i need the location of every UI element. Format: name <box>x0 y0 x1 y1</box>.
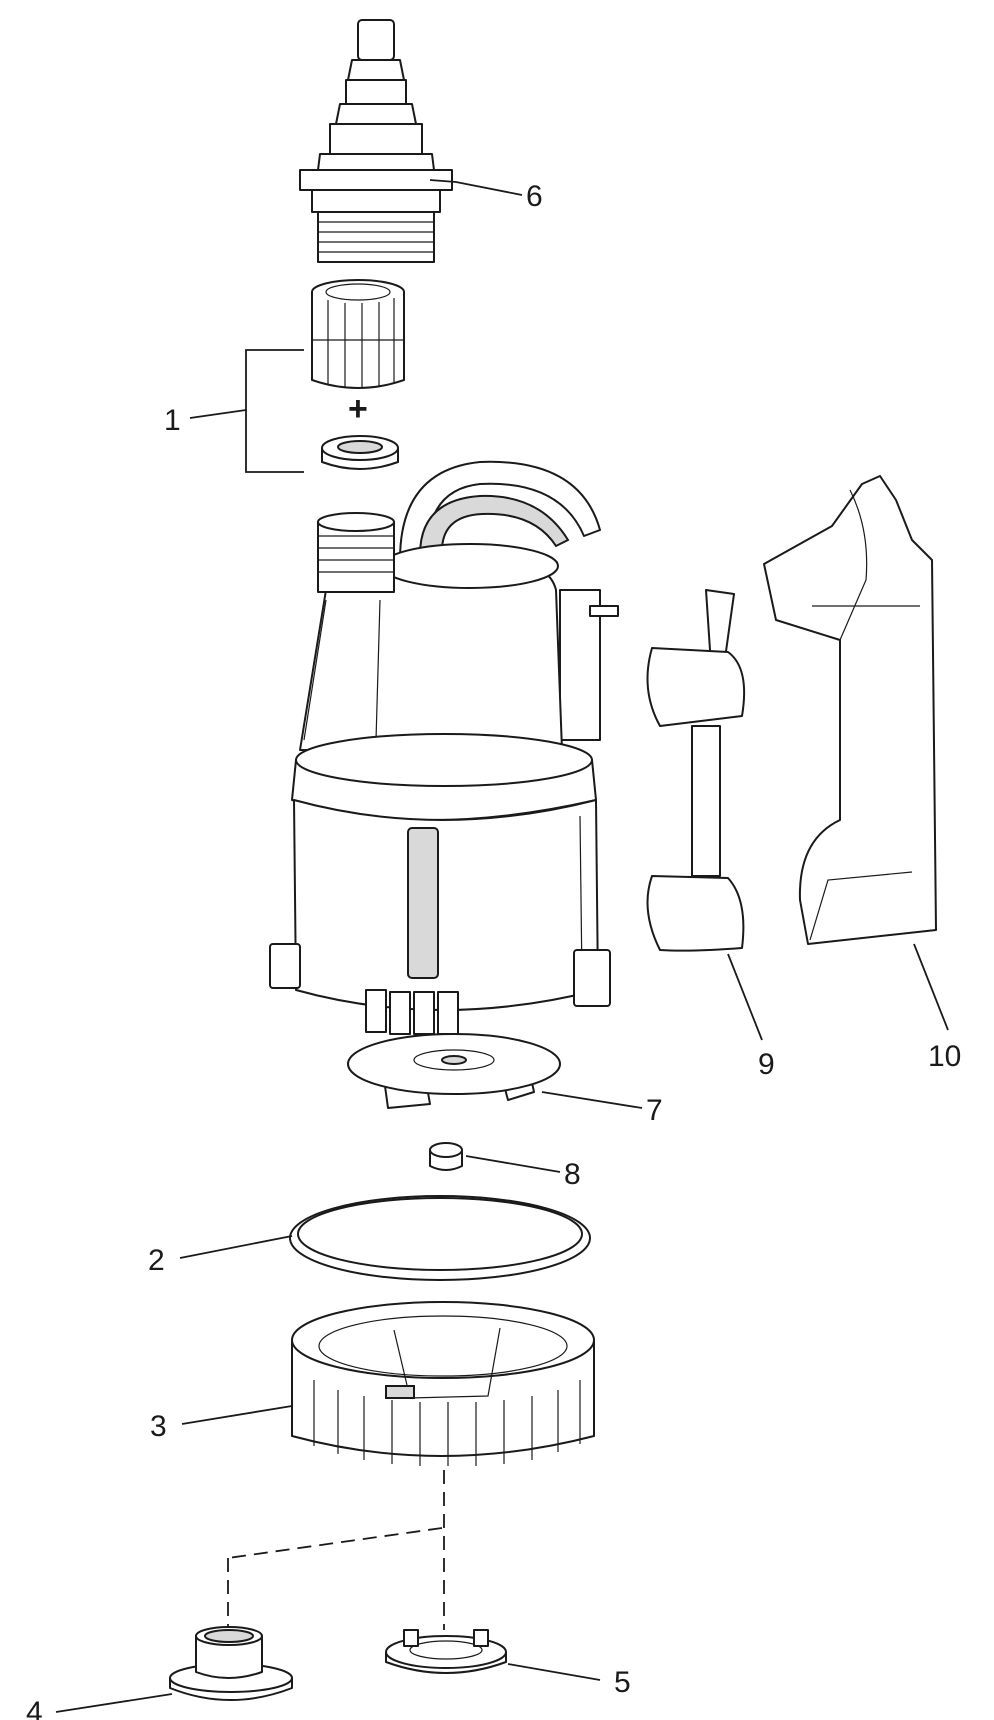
pump-body <box>269 460 619 1035</box>
callout-3: 3 <box>150 1410 167 1443</box>
part-5-adapter-ring <box>385 1629 507 1674</box>
assembly-guide-lines <box>227 1470 445 1640</box>
part-3-strainer-base <box>291 1301 595 1466</box>
part-2-o-ring <box>289 1195 591 1281</box>
part-7-impeller <box>347 1033 561 1109</box>
callout-9: 9 <box>758 1048 775 1081</box>
callout-6: 6 <box>526 180 543 213</box>
part-6-hose-connector <box>299 19 453 263</box>
callout-2: 2 <box>148 1244 165 1277</box>
part-4-bushing <box>169 1626 293 1701</box>
part-1-check-valve <box>321 435 399 470</box>
callout-7: 7 <box>646 1094 663 1127</box>
leader-lines <box>55 179 949 1713</box>
callout-5: 5 <box>614 1666 631 1699</box>
callout-1: 1 <box>164 404 181 437</box>
part-1-coupling-nut <box>311 279 405 389</box>
callout-8: 8 <box>564 1158 581 1191</box>
part-10-cover-housing <box>763 475 937 945</box>
plus-sign: + <box>348 390 368 428</box>
callout-4: 4 <box>26 1696 43 1720</box>
part-9-float-handle <box>646 589 746 952</box>
callout-10: 10 <box>928 1040 961 1073</box>
part-8-nut <box>429 1142 463 1171</box>
